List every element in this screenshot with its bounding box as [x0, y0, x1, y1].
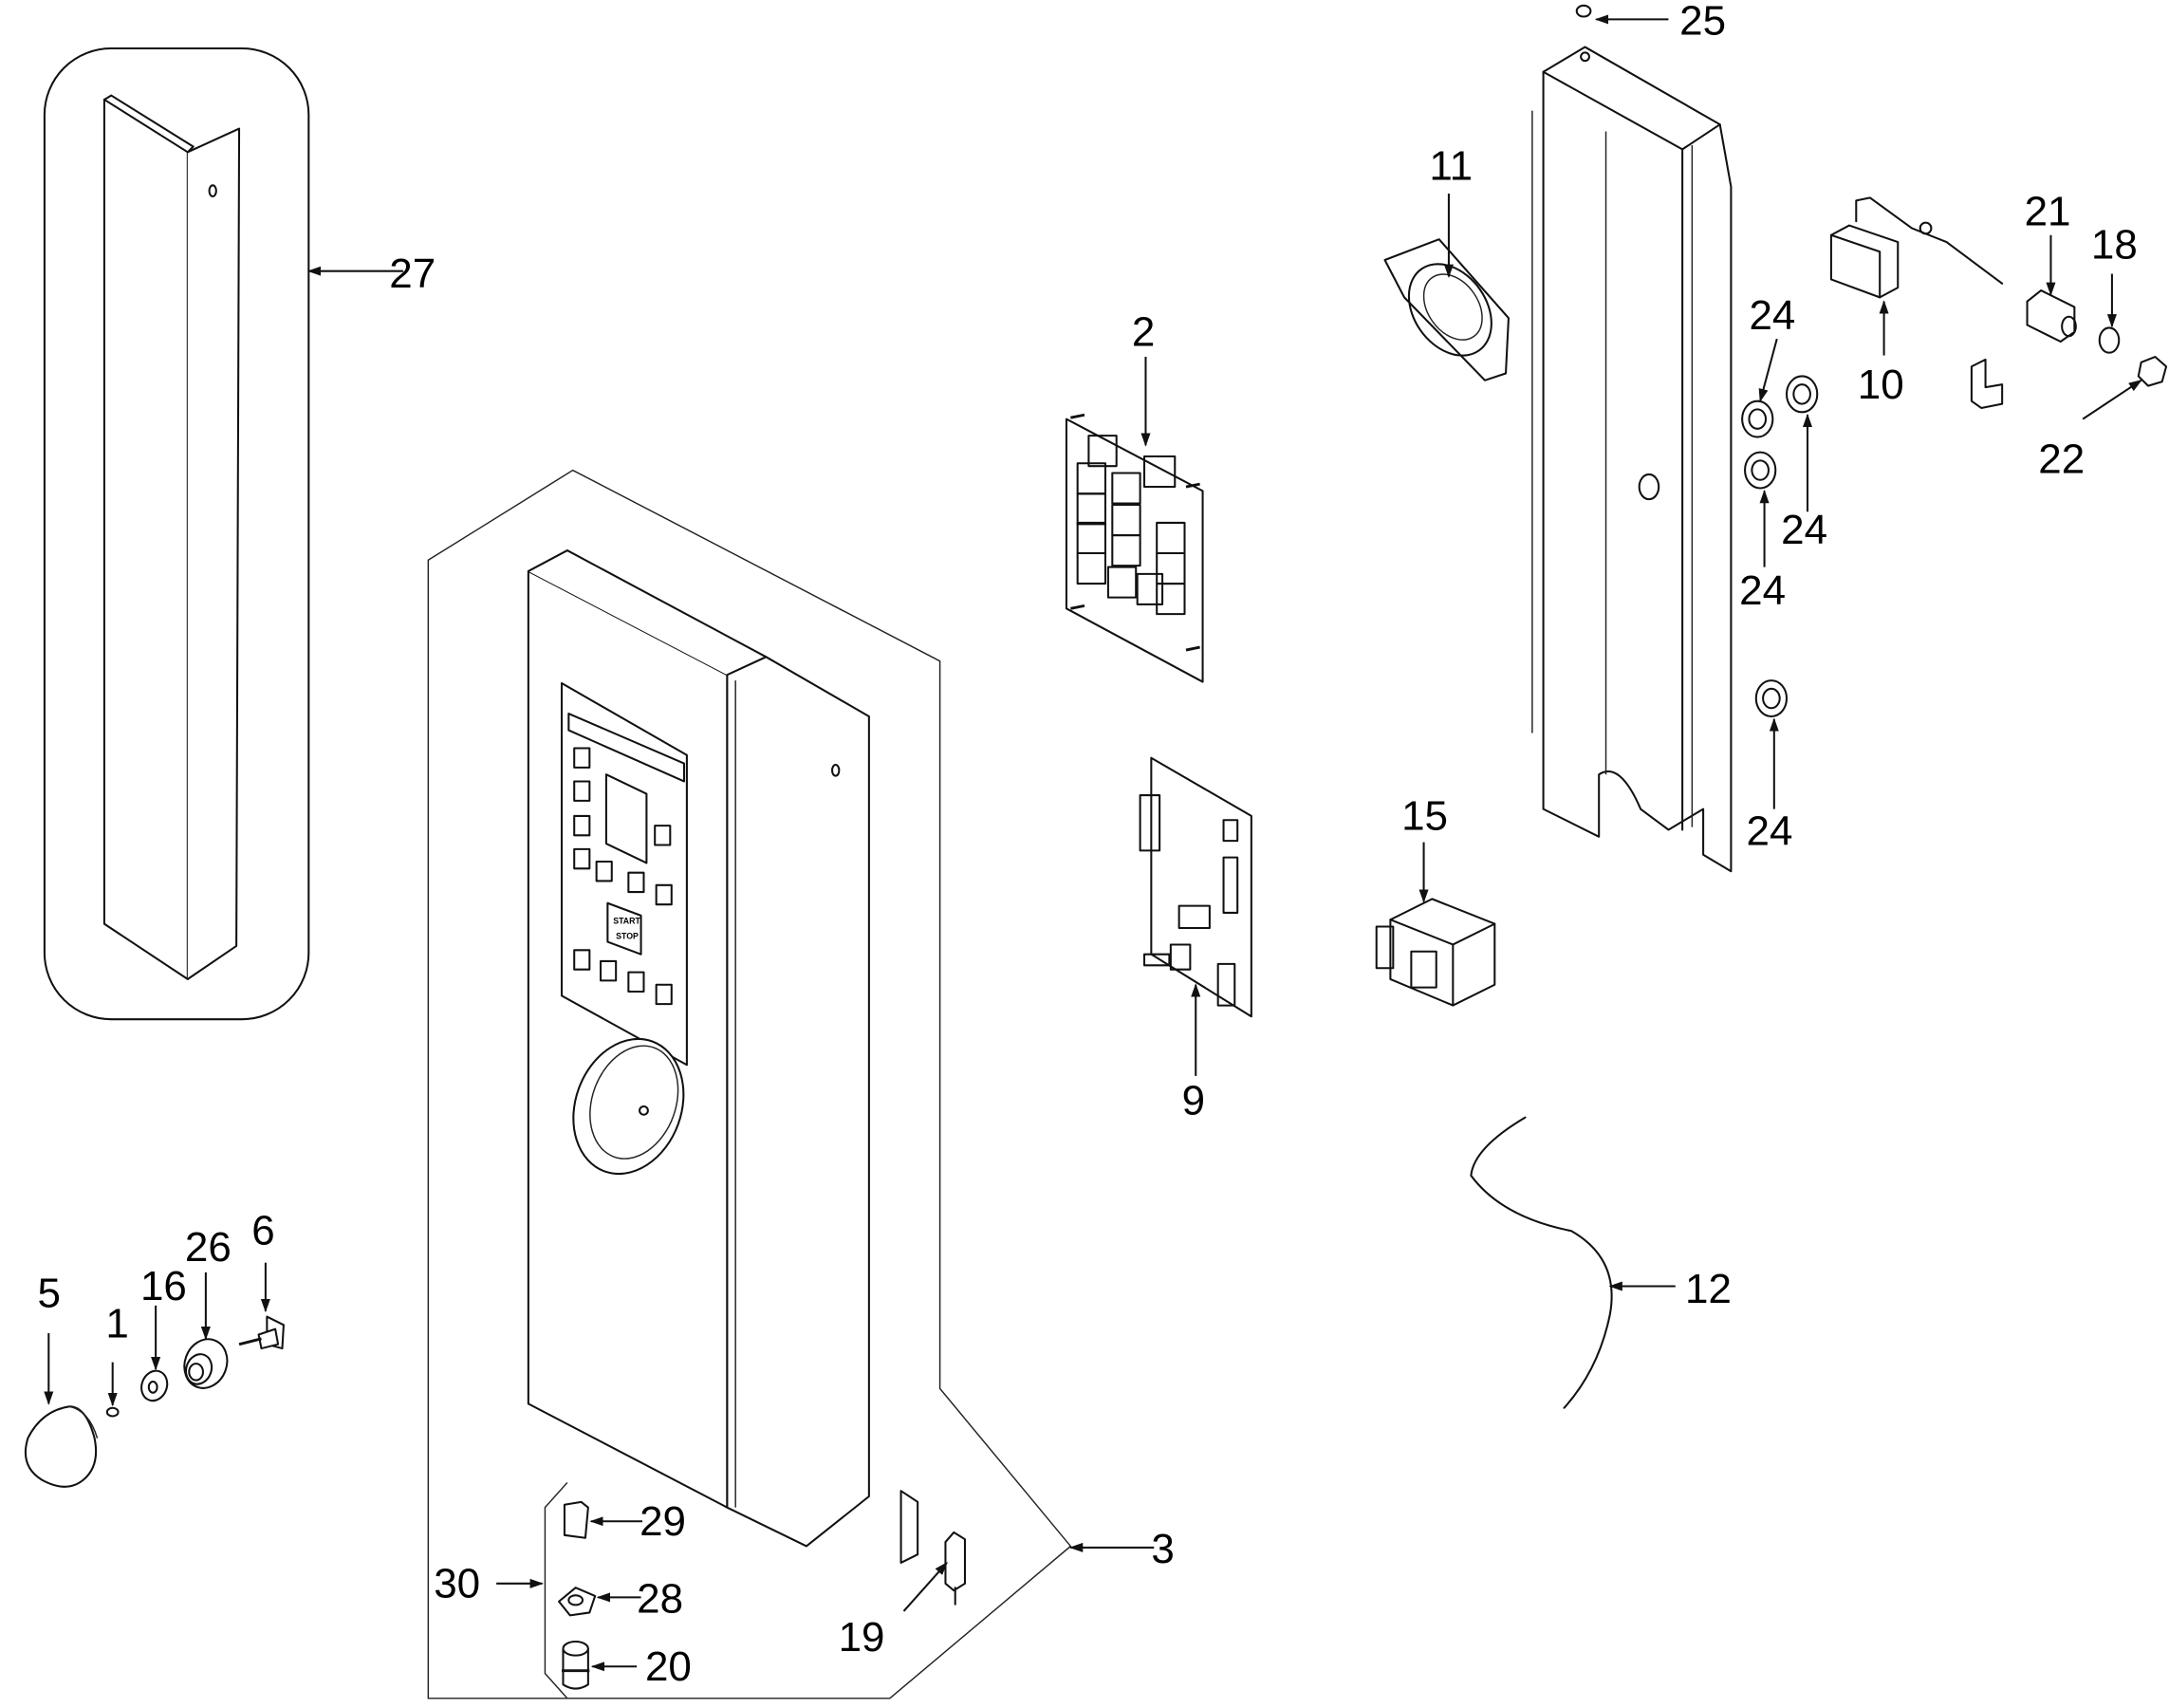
callout-16: 16 [140, 1263, 187, 1309]
part-15-transformer[interactable] [1375, 898, 1496, 1007]
callout-12: 12 [1685, 1266, 1732, 1312]
mounting-bracket [1970, 358, 2004, 409]
leader-24a [1758, 338, 1778, 403]
callout-24c: 24 [1739, 567, 1786, 614]
callout-28: 28 [637, 1576, 683, 1623]
part-21-connector[interactable] [2026, 289, 2077, 343]
callout-27: 27 [389, 251, 436, 297]
callout-29: 29 [640, 1498, 686, 1545]
callout-22: 22 [2038, 436, 2085, 483]
part-9-control-board[interactable] [1139, 756, 1252, 1018]
callout-20: 20 [645, 1643, 692, 1690]
start-label: START [613, 917, 640, 926]
part-22-nut[interactable] [2137, 356, 2168, 387]
mounting-frame[interactable] [1531, 46, 1733, 873]
part-20-push-button[interactable] [562, 1641, 590, 1690]
part-26-bezel[interactable] [177, 1333, 233, 1394]
keypad-buttons [573, 747, 673, 1006]
callout-24d: 24 [1747, 808, 1793, 855]
switch-kit-bracket [544, 1481, 568, 1699]
callout-26: 26 [185, 1224, 232, 1271]
part-25-plug[interactable] [1575, 4, 1592, 18]
part-18-washer[interactable] [2098, 326, 2121, 354]
part-24-grommet-c[interactable] [1744, 451, 1777, 490]
part-24-grommet-b[interactable] [1785, 375, 1819, 414]
callout-30: 30 [434, 1561, 480, 1607]
leader-22 [2082, 379, 2142, 420]
callout-1: 1 [105, 1300, 128, 1346]
display-screen [604, 773, 648, 864]
callout-18: 18 [2091, 222, 2138, 269]
callout-11: 11 [1429, 143, 1473, 190]
callout-10: 10 [1858, 362, 1904, 408]
part-5-knob[interactable] [24, 1405, 99, 1488]
callout-15: 15 [1401, 793, 1448, 840]
callout-24b: 24 [1781, 507, 1827, 553]
callout-9: 9 [1182, 1078, 1205, 1124]
part-10-pressure-switch[interactable] [1829, 196, 2004, 299]
leader-19 [902, 1561, 948, 1612]
part-16-nut[interactable] [138, 1367, 172, 1404]
callout-25: 25 [1679, 0, 1726, 44]
start-stop-button [606, 901, 642, 956]
part-6-encoder[interactable] [238, 1315, 285, 1350]
part-11-cooling-fan[interactable] [1383, 238, 1510, 381]
part-28-mounting-adapter[interactable] [558, 1587, 597, 1617]
part-1-set-screw[interactable] [105, 1406, 120, 1418]
callout-5: 5 [38, 1270, 61, 1316]
part-24-grommet-a[interactable] [1741, 399, 1774, 438]
part-24-grommet-d[interactable] [1754, 679, 1789, 717]
callout-19: 19 [839, 1614, 885, 1661]
part-3-control-panel[interactable]: START STOP [427, 469, 1072, 1699]
callout-6: 6 [251, 1208, 274, 1254]
callout-3: 3 [1151, 1526, 1174, 1572]
part-27-corner-trim[interactable] [43, 46, 310, 1021]
part-2-relay-board[interactable] [1065, 413, 1204, 683]
callout-2: 2 [1132, 308, 1155, 355]
stop-label: STOP [616, 932, 639, 941]
callout-24a: 24 [1749, 292, 1795, 339]
part-12-probe-cable[interactable] [1470, 1116, 1613, 1409]
part-29-contact-block[interactable] [563, 1500, 589, 1539]
callout-21: 21 [2025, 189, 2071, 235]
part-19-door-switch[interactable] [944, 1531, 967, 1606]
